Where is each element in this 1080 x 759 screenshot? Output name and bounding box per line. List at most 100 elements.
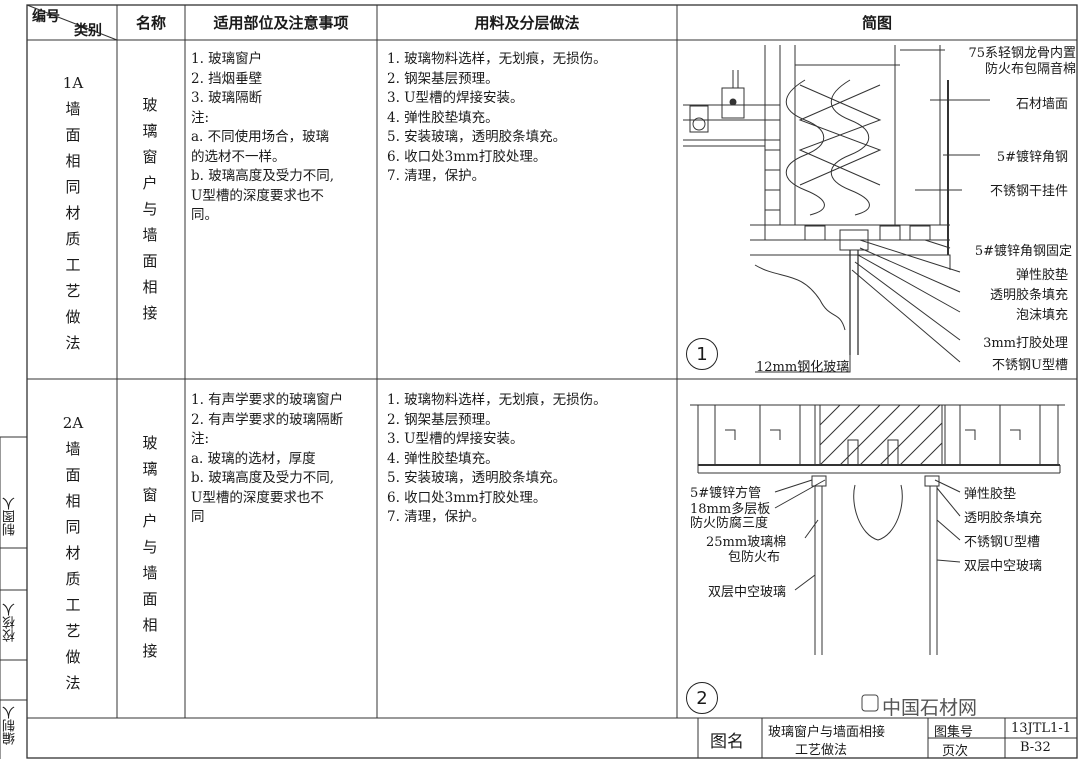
drawn-by-label: 制图人: [3, 497, 18, 536]
scope-line: 2. 挡烟垂壁: [191, 70, 263, 87]
header-code-label: 编号: [32, 9, 60, 25]
name-char: 面: [142, 590, 158, 608]
code-char: 做: [65, 648, 81, 666]
d1-label-6: 弹性胶垫: [1015, 268, 1068, 283]
material-step: 1. 玻璃物料选样，无划痕，无损伤。: [387, 392, 607, 408]
checked-by-label: 校核人: [3, 603, 18, 642]
code-char: 工: [65, 256, 81, 274]
d1-label-10: 不锈钢U型槽: [992, 358, 1068, 373]
code-char: 工: [65, 596, 81, 614]
material-step: 4. 弹性胶垫填充。: [387, 450, 499, 467]
name-char: 玻: [142, 434, 158, 452]
code-char: 艺: [65, 622, 81, 640]
name-char: 璃: [142, 460, 158, 478]
scope-line: 1. 玻璃窗户: [191, 51, 263, 67]
scope-line: 3. 玻璃隔断: [191, 90, 263, 106]
d2-left-label-4: 包防火布: [728, 550, 781, 565]
name-char: 户: [142, 174, 158, 192]
code-char: 做: [65, 308, 81, 326]
row1-code: 1A 墙面相同材质工艺做法: [55, 70, 91, 356]
code-char: 墙: [65, 100, 81, 118]
code-char: 材: [65, 204, 81, 222]
name-char: 窗: [142, 486, 158, 504]
material-step: 3. U型槽的焊接安装。: [387, 90, 524, 106]
diagram-1-number: 1: [686, 338, 718, 370]
d2-right-label-3: 双层中空玻璃: [964, 559, 1043, 574]
d1-label-0: 75系轻钢龙骨内置: [968, 46, 1076, 61]
diagram-2-number: 2: [686, 682, 718, 714]
material-step: 2. 钢架基层预理。: [387, 70, 499, 87]
material-step: 5. 安装玻璃，透明胶条填充。: [387, 470, 567, 486]
code-char: 2A: [62, 414, 84, 432]
d2-left-label-2: 防火防腐三度: [690, 516, 769, 531]
scope-line: a. 玻璃的选材，厚度: [191, 450, 316, 467]
material-step: 1. 玻璃物料选样，无划痕，无损伤。: [387, 51, 607, 67]
code-char: 面: [65, 126, 81, 144]
d2-right-label-2: 不锈钢U型槽: [964, 535, 1040, 550]
name-char: 相: [142, 616, 158, 634]
code-char: 法: [65, 334, 81, 352]
page-number: B-32: [1020, 740, 1051, 755]
name-char: 窗: [142, 148, 158, 166]
diagram-1-drawing: [683, 45, 990, 373]
code-char: 同: [65, 178, 81, 196]
code-char: 艺: [65, 282, 81, 300]
compiled-by-label: 编制人: [3, 706, 18, 745]
material-step: 7. 清理，保护。: [387, 168, 486, 184]
name-char: 璃: [142, 122, 158, 140]
page-label: 页次: [942, 744, 969, 759]
name-char: 与: [142, 538, 158, 556]
diagram-2-drawing: [690, 404, 1065, 655]
code-char: 面: [65, 466, 81, 484]
material-step: 5. 安装玻璃，透明胶条填充。: [387, 129, 567, 145]
d1-label-3: 5#镀锌角钢: [996, 150, 1068, 165]
drawing-name-label: 图名: [710, 732, 744, 752]
scope-line: U型槽的深度要求也不: [191, 489, 324, 506]
watermark-text: 中国石材网: [882, 697, 978, 719]
name-char: 接: [142, 642, 158, 660]
d1-label-1: 防火布包隔音棉: [984, 62, 1076, 77]
row2-name: 玻璃窗户与墙面相接: [132, 430, 168, 664]
atlas-no-label: 图集号: [934, 725, 974, 740]
d1-label-8: 泡沫填充: [1015, 308, 1068, 323]
code-char: 质: [65, 570, 81, 588]
code-char: 相: [65, 152, 81, 170]
scope-line: 2. 有声学要求的玻璃隔断: [191, 411, 344, 428]
d1-label-5: 5#镀锌角钢固定: [974, 244, 1072, 259]
d2-right-label-0: 弹性胶垫: [964, 487, 1017, 502]
d1-label-9: 3mm打胶处理: [983, 336, 1068, 351]
d2-left-label-0: 5#镀锌方管: [690, 486, 762, 501]
code-char: 墙: [65, 440, 81, 458]
code-char: 质: [65, 230, 81, 248]
scope-line: 同: [191, 509, 205, 525]
scope-line: 同。: [191, 207, 218, 223]
header-scope: 适用部位及注意事项: [213, 14, 349, 32]
name-char: 接: [142, 304, 158, 322]
d1-label-4: 不锈钢干挂件: [989, 184, 1068, 199]
row1-materials: 1. 玻璃物料选样，无划痕，无损伤。 2. 钢架基层预理。 3. U型槽的焊接安装。…: [387, 50, 607, 187]
header-category-label: 类别: [74, 23, 102, 39]
code-char: 相: [65, 492, 81, 510]
name-char: 与: [142, 200, 158, 218]
code-char: 法: [65, 674, 81, 692]
scope-line: U型槽的深度要求也不: [191, 187, 324, 204]
code-char: 1A: [62, 74, 84, 92]
header-name: 名称: [135, 14, 166, 32]
drawing-name-line2: 工艺做法: [795, 743, 848, 758]
name-char: 墙: [142, 564, 158, 582]
d1-label-7: 透明胶条填充: [989, 288, 1068, 303]
header-sketch: 简图: [861, 14, 892, 32]
name-char: 玻: [142, 96, 158, 114]
row2-materials: 1. 玻璃物料选样，无划痕，无损伤。2. 钢架基层预理。3. U型槽的焊接安装。…: [387, 391, 607, 528]
scope-line: b. 玻璃高度及受力不同,: [191, 168, 335, 184]
name-char: 户: [142, 512, 158, 530]
d2-left-label-3: 25mm玻璃棉: [706, 535, 787, 550]
material-step: 6. 收口处3mm打胶处理。: [387, 148, 547, 165]
code-char: 材: [65, 544, 81, 562]
row1-name: 玻璃窗户与墙面相接: [132, 92, 168, 326]
name-char: 面: [142, 252, 158, 270]
drawing-name-line1: 玻璃窗户与墙面相接: [768, 725, 886, 740]
